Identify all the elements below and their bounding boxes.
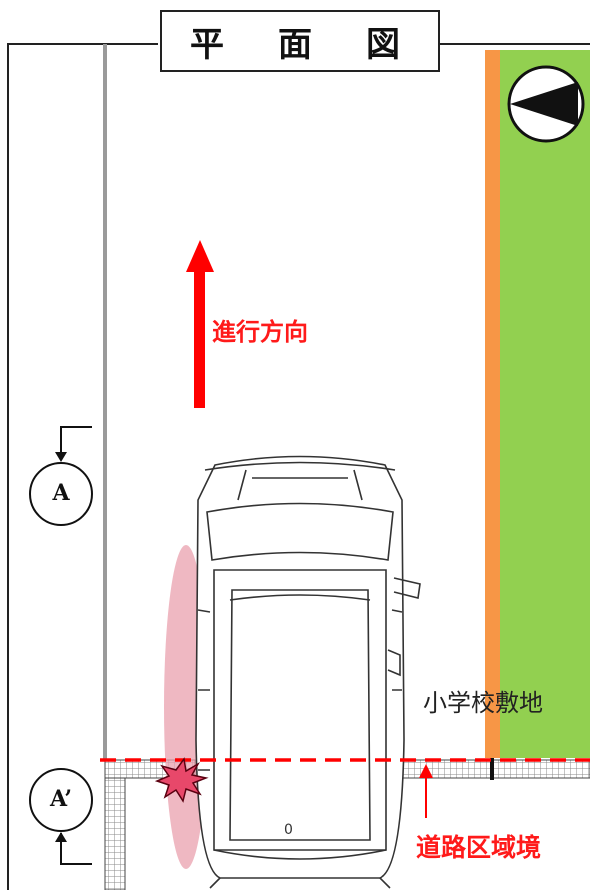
north-compass-icon: [507, 65, 585, 143]
vehicle-wheel-mark: 0: [284, 822, 293, 838]
road-boundary-label: 道路区域境: [416, 833, 542, 862]
travel-direction-arrow: [186, 240, 214, 408]
school-site-label: 小学校敷地: [423, 689, 543, 717]
travel-direction-label: 進行方向: [212, 318, 308, 346]
section-a-prime-marker: [29, 768, 93, 865]
section-a-marker: [29, 426, 93, 526]
road-curb-line: [103, 44, 107, 760]
section-a-prime-label: A’: [49, 786, 73, 812]
boundary-pointer-arrow: [419, 764, 433, 818]
vehicle-top-view: [195, 455, 421, 889]
school-site-area: [500, 50, 590, 758]
plan-title: 平 面 図: [160, 10, 440, 72]
collision-burst-icon: [154, 757, 209, 803]
frame-left-line: [7, 43, 158, 890]
section-a-label: A: [52, 480, 70, 506]
school-fence-strip: [485, 50, 500, 758]
